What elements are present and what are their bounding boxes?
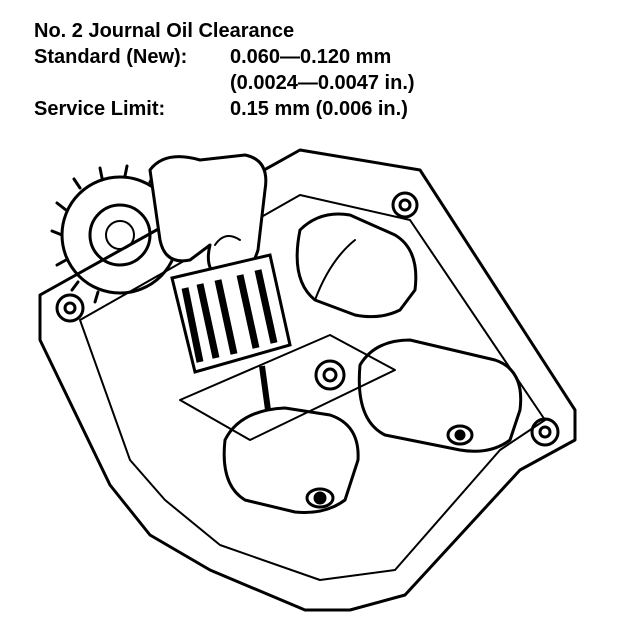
limit-value: 0.15 mm (0.006 in.) xyxy=(230,98,408,120)
front-journal-cap xyxy=(222,406,360,514)
journal-clearance-illustration xyxy=(38,148,577,612)
bolt-hole-icon xyxy=(391,191,419,219)
spec-block: No. 2 Journal Oil Clearance Standard (Ne… xyxy=(34,18,415,122)
standard-value-in: (0.0024—0.0047 in.) xyxy=(230,72,415,94)
standard-row-inch: (0.0024—0.0047 in.) xyxy=(34,70,415,96)
housing-outline xyxy=(38,148,577,612)
bolt-hole-icon xyxy=(530,417,560,447)
rear-journal-cap xyxy=(357,338,523,453)
bolt-hole-icon xyxy=(55,293,85,323)
journal-bearing-surface xyxy=(179,334,396,441)
limit-row: Service Limit: 0.15 mm (0.006 in.) xyxy=(34,96,415,122)
rear-cam-lobe xyxy=(295,212,418,319)
bolt-hole-icon xyxy=(314,359,346,391)
spec-title: No. 2 Journal Oil Clearance xyxy=(34,20,295,42)
standard-label: Standard (New): xyxy=(34,46,188,68)
housing-inner-ledge xyxy=(79,194,546,581)
limit-label: Service Limit: xyxy=(34,98,166,120)
standard-row: Standard (New): 0.060—0.120 mm xyxy=(34,44,415,70)
plastigage-strip-icon xyxy=(170,253,292,411)
standard-value-mm: 0.060—0.120 mm xyxy=(230,46,392,68)
